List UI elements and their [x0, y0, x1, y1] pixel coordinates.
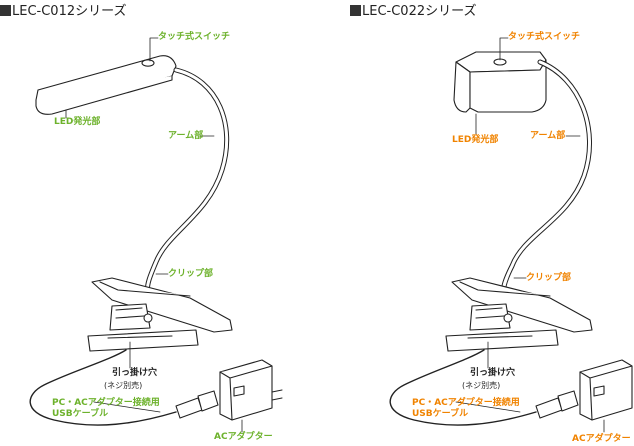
label-arm: アーム部	[168, 131, 204, 141]
usb-plug-c022	[535, 390, 579, 419]
square-bullet-icon	[0, 5, 11, 16]
lamp-c012	[29, 37, 283, 433]
label-screw-note: (ネジ別売)	[104, 381, 143, 390]
cable-c022	[389, 349, 537, 426]
label-usb-cable-line1: PC・ACアダプター接続用	[52, 398, 160, 408]
label-hook-hole: 引っ掛け穴	[112, 368, 158, 378]
label-usb-cable-line2: USBケーブル	[412, 409, 469, 419]
label-clip: クリップ部	[168, 269, 214, 279]
label-led: LED発光部	[54, 117, 101, 127]
ac-adapter-c022	[579, 359, 633, 421]
label-clip: クリップ部	[526, 273, 572, 283]
label-usb-cable-line1: PC・ACアダプター接続用	[412, 398, 520, 408]
label-screw-note: (ネジ別売)	[462, 381, 501, 390]
label-arm: アーム部	[530, 131, 566, 141]
label-usb-cable-line2: USBケーブル	[52, 409, 109, 419]
label-led: LED発光部	[452, 135, 499, 145]
title-text: LEC-C022シリーズ	[362, 4, 477, 19]
label-ac-adapter: ACアダプター	[214, 432, 273, 442]
title-c022: LEC-C022シリーズ	[350, 0, 476, 19]
clip-c012	[87, 277, 233, 352]
square-bullet-icon	[350, 5, 361, 16]
arm-c012	[145, 67, 230, 295]
usb-plug-c012	[175, 390, 219, 419]
label-ac-adapter: ACアダプター	[572, 434, 631, 444]
label-touch-switch: タッチ式スイッチ	[158, 32, 231, 42]
led-panel-c012	[35, 55, 177, 115]
clip-c022	[445, 277, 593, 352]
title-c012: LEC-C012シリーズ	[0, 0, 126, 19]
label-hook-hole: 引っ掛け穴	[470, 368, 516, 378]
lamp-c022	[389, 37, 633, 433]
ac-adapter-c012	[219, 359, 283, 421]
label-touch-switch: タッチ式スイッチ	[508, 32, 581, 42]
led-head-c022	[453, 51, 547, 113]
cable-c012	[29, 349, 177, 426]
title-text: LEC-C012シリーズ	[12, 4, 127, 19]
